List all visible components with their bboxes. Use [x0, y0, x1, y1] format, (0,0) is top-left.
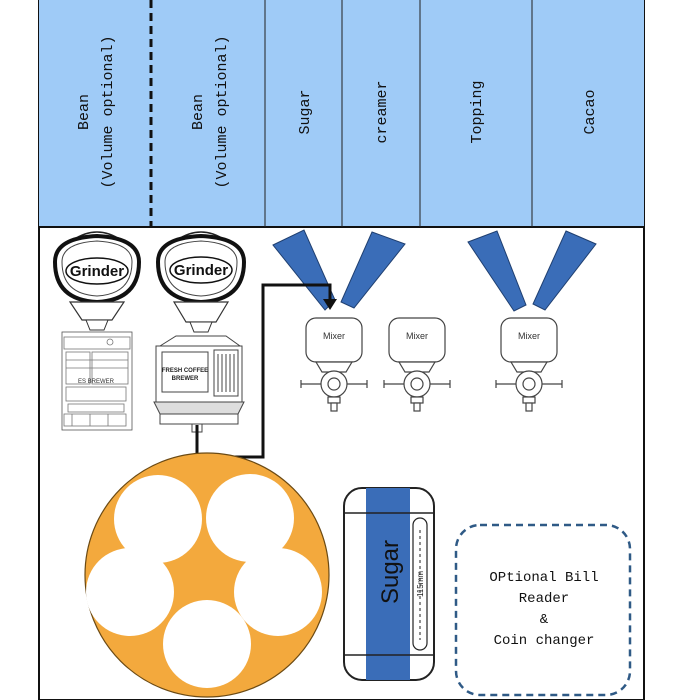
cup-slot: [86, 548, 174, 636]
canister-band: Bean (Volume optional) Bean (Volume opti…: [39, 0, 644, 228]
payment-module-label: OPtional Bill Reader & Coin changer: [462, 568, 626, 652]
payment-line-4: Coin changer: [493, 633, 595, 649]
fresh-coffee-brewer-label-2: BREWER: [172, 376, 199, 382]
payment-module-outline: [454, 523, 632, 697]
sugar-dimension: 115mm: [416, 571, 425, 597]
payment-line-3: &: [539, 612, 549, 628]
canister-cacao: [532, 0, 644, 227]
canister-label-sugar: Sugar: [297, 89, 314, 134]
canister-sublabel-bean-2: (Volume optional): [214, 35, 231, 188]
canister-label-bean-2: Bean: [190, 94, 207, 130]
mixer-1: Mixer: [300, 317, 368, 412]
canister-sugar: [265, 0, 342, 227]
mixer-2: Mixer: [383, 317, 451, 412]
payment-line-2: Reader: [518, 591, 570, 607]
canister-sublabel-bean-1: (Volume optional): [100, 35, 117, 188]
canister-creamer: [342, 0, 420, 227]
sugar-label: Sugar: [377, 540, 404, 604]
grinder-left: Grinder: [52, 231, 142, 331]
sugar-stick-dispenser: Sugar 115mm: [343, 487, 435, 681]
chute-creamer: [340, 231, 406, 309]
grinder-label: Grinder: [70, 263, 124, 280]
cup-slot: [234, 548, 322, 636]
grinder-label: Grinder: [174, 262, 228, 279]
cup-slot: [114, 475, 202, 563]
mixer-label: Mixer: [518, 331, 540, 341]
grinder-right: Grinder: [155, 231, 247, 333]
espresso-brewer: ES BREWER: [61, 331, 133, 431]
canister-topping: [420, 0, 532, 227]
canister-bean-1: [39, 0, 151, 227]
chute-topping: [467, 230, 527, 312]
coffee-feed-line: [195, 283, 337, 459]
fresh-coffee-brewer-label-1: FRESH COFFEE: [162, 368, 208, 374]
chute-cacao: [532, 230, 597, 311]
cup-turret: [84, 452, 330, 698]
cup-slot: [206, 474, 294, 562]
fresh-coffee-brewer: FRESH COFFEE BREWER: [153, 335, 245, 433]
canister-label-bean-1: Bean: [76, 94, 93, 130]
grinder-label-plate: [169, 256, 233, 284]
payment-line-1: OPtional Bill: [489, 570, 599, 586]
sugar-stick-column: [366, 488, 410, 680]
cup-slot: [163, 600, 251, 688]
mixer-label: Mixer: [406, 331, 428, 341]
arrow-head: [323, 299, 337, 310]
espresso-brewer-label: ES BREWER: [78, 379, 115, 385]
canister-label-cacao: Cacao: [582, 89, 599, 134]
grinder-label-plate: [65, 257, 129, 285]
canister-bean-2: [151, 0, 265, 227]
canister-label-topping: Topping: [469, 80, 486, 143]
canister-label-creamer: creamer: [374, 80, 391, 143]
powder-chutes: [272, 229, 597, 312]
mixer-label: Mixer: [323, 331, 345, 341]
mixer-3: Mixer: [495, 317, 563, 412]
